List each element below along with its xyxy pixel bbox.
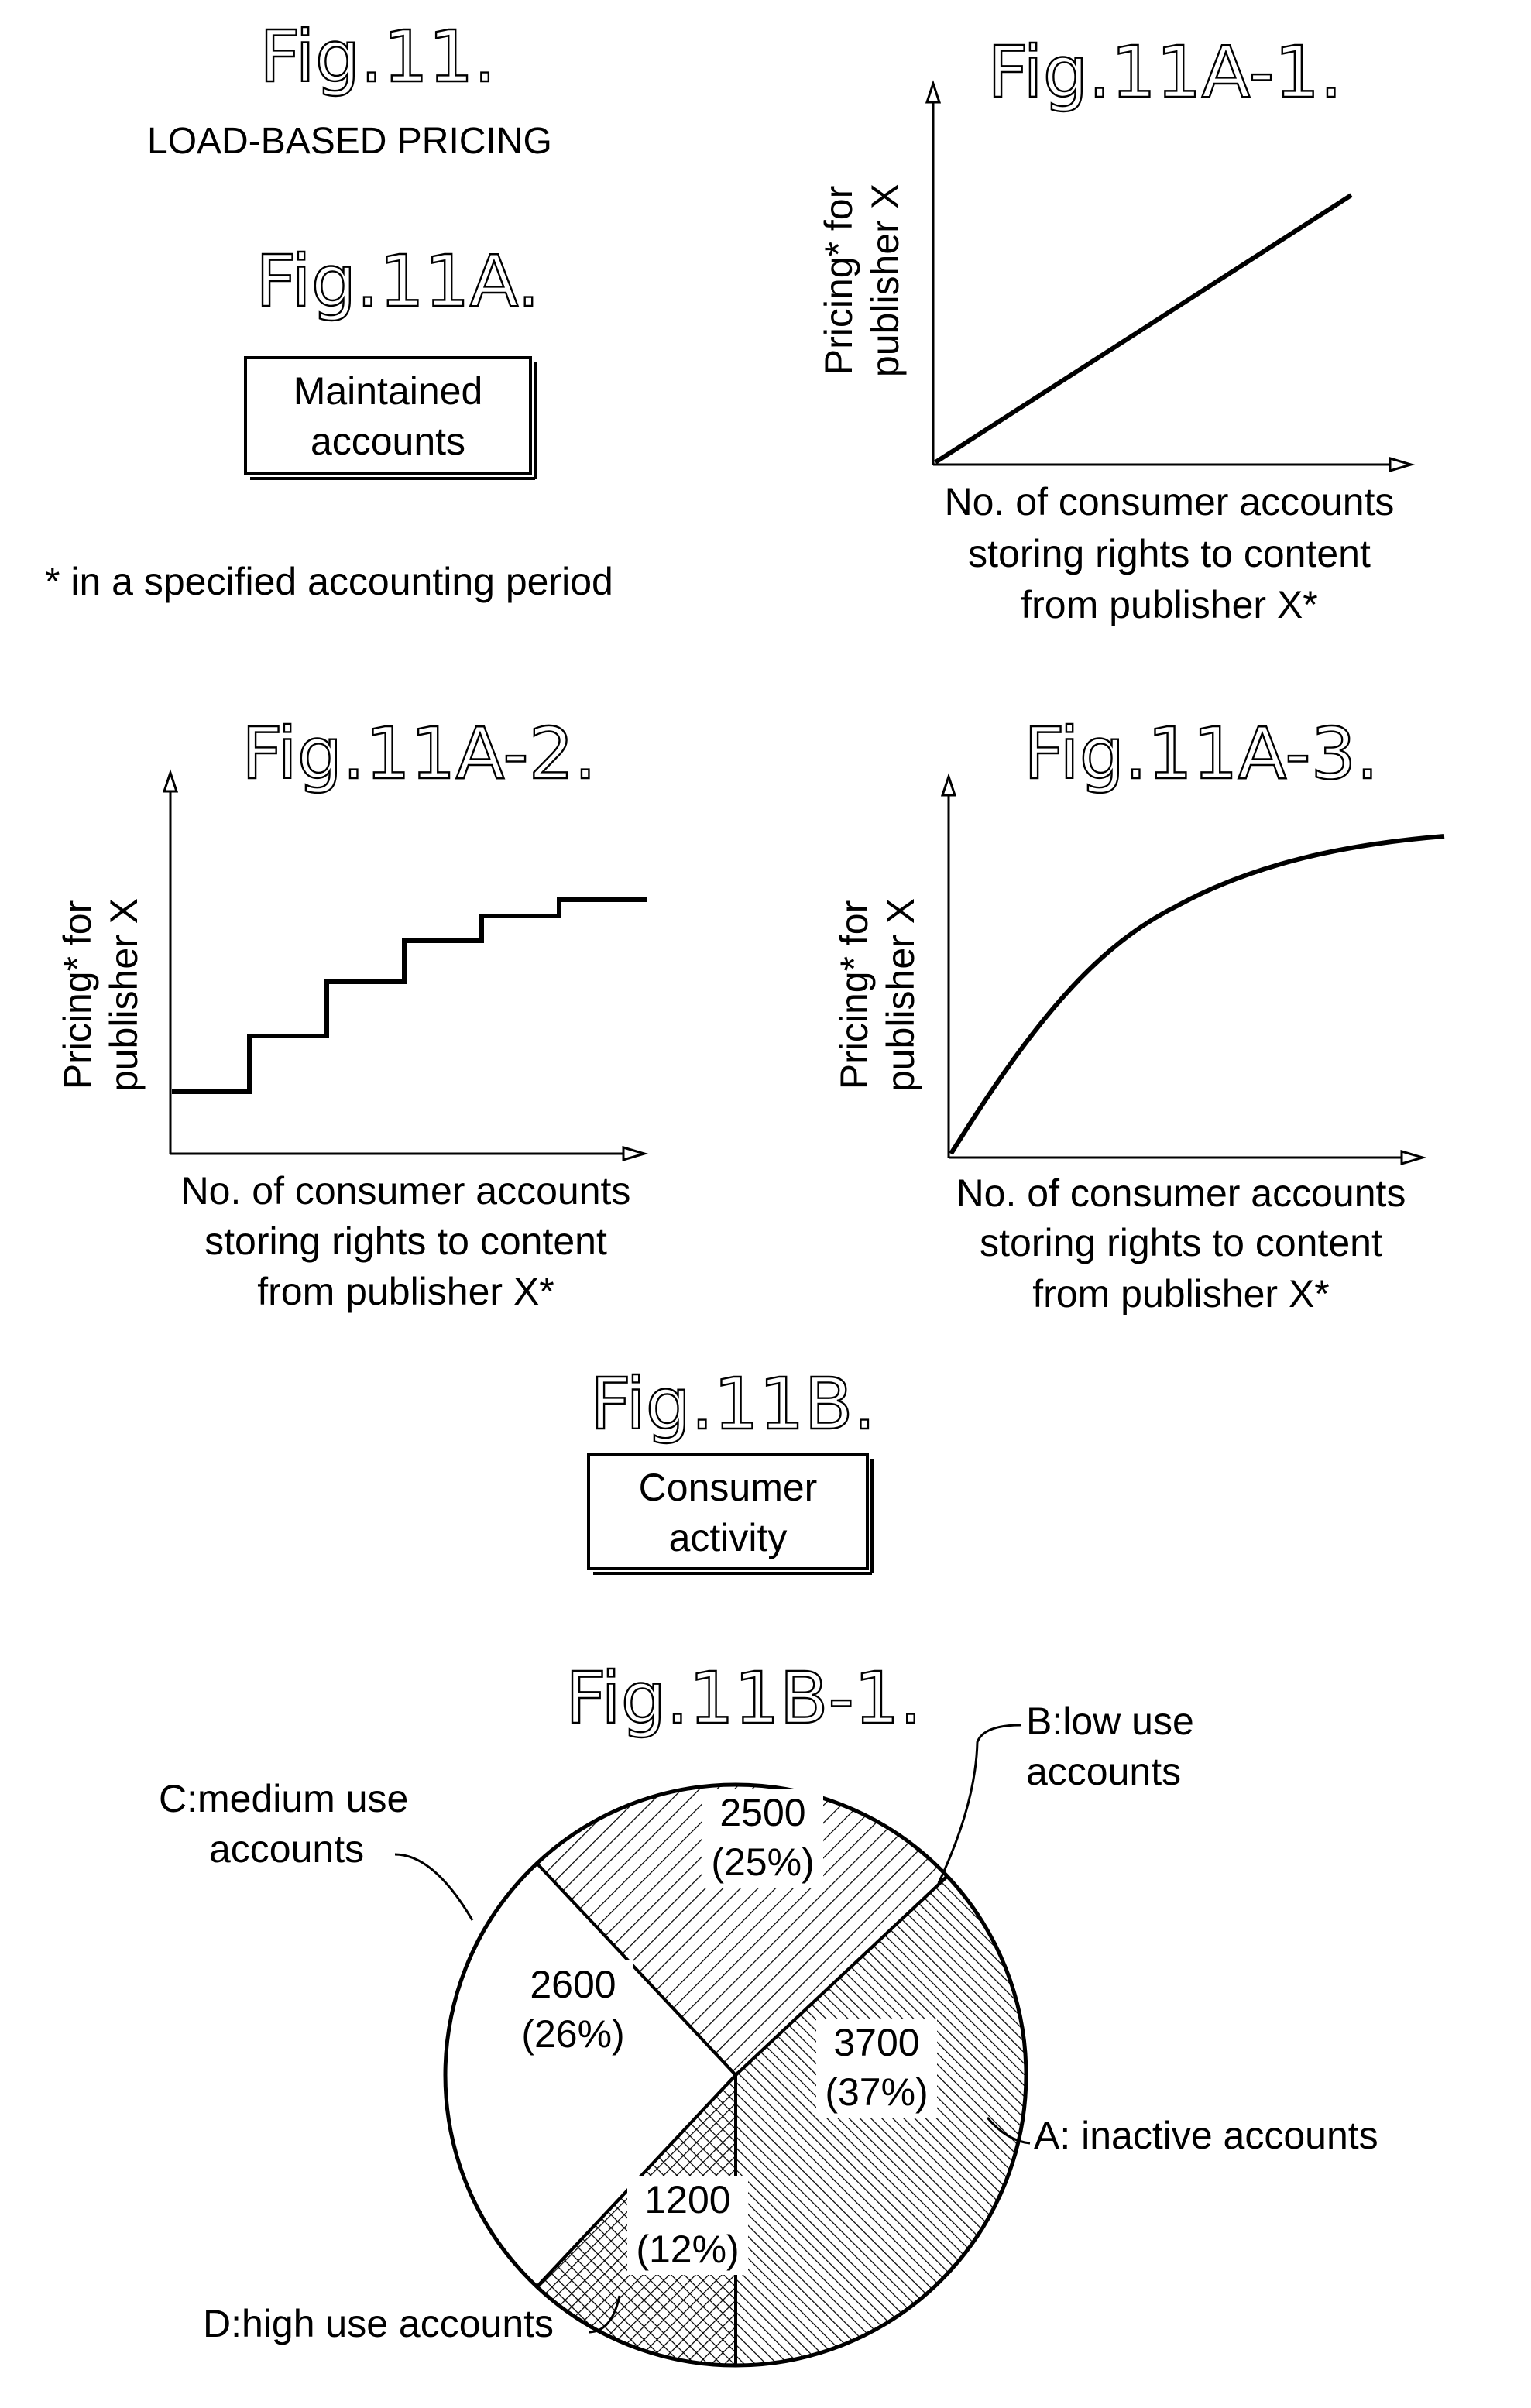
fig11a-1-label: Fig.11A-1. — [987, 31, 1342, 114]
slice-b-percent-label: (25%) — [711, 1840, 814, 1884]
graph-fig11a-3: Fig.11A-3. Pricing* for publisher X No. … — [832, 712, 1444, 1315]
y-axis-label-line1: Pricing* for — [56, 900, 99, 1090]
slice-d-percent-label: (12%) — [636, 2228, 739, 2271]
fig11a-label: Fig.11A. — [256, 240, 540, 323]
fig11b-label: Fig.11B. — [590, 1363, 876, 1446]
slice-a-legend-line1: A: inactive accounts — [1034, 2114, 1378, 2157]
maintained-accounts-box: Maintained accounts — [245, 358, 535, 479]
slice-a-value-label: 3700 — [833, 2021, 919, 2064]
linear-pricing-line — [935, 195, 1351, 462]
x-axis-arrow — [623, 1147, 644, 1160]
accounting-period-footnote: * in a specified accounting period — [45, 560, 613, 603]
y-axis-label-line1: Pricing* for — [832, 900, 876, 1090]
x-axis-label-line3: from publisher X* — [257, 1270, 554, 1313]
x-axis-arrow — [1402, 1151, 1423, 1164]
x-axis-label-line2: storing rights to content — [968, 532, 1371, 575]
slice-b-value-label: 2500 — [719, 1791, 805, 1834]
load-based-pricing-heading: LOAD-BASED PRICING — [147, 121, 552, 162]
slice-d-legend-line1: D:high use accounts — [203, 2302, 554, 2345]
slice-b-legend-line2: accounts — [1026, 1750, 1181, 1793]
y-axis-arrow — [164, 773, 177, 791]
y-axis-arrow — [942, 777, 955, 795]
slice-c-leader-line — [395, 1854, 472, 1920]
slice-c-value-label: 2600 — [530, 1963, 616, 2006]
slice-d-value-label: 1200 — [644, 2178, 730, 2221]
x-axis-label-line3: from publisher X* — [1032, 1272, 1330, 1315]
fig11b-1-label: Fig.11B-1. — [565, 1657, 922, 1740]
fig11a-2-label: Fig.11A-2. — [242, 712, 596, 795]
y-axis-label-line2: publisher X — [863, 184, 907, 377]
maintained-accounts-line1: Maintained — [293, 369, 483, 413]
y-axis-label-line2: publisher X — [879, 898, 922, 1092]
stepped-pricing-line — [172, 900, 647, 1092]
fig11-label: Fig.11. — [259, 15, 496, 98]
fig11a-3-label: Fig.11A-3. — [1024, 712, 1378, 795]
consumer-activity-line1: Consumer — [639, 1466, 818, 1509]
slice-b-leader-line — [939, 1725, 1021, 1883]
graph-fig11a-2: Fig.11A-2. Pricing* for publisher X No. … — [56, 712, 647, 1313]
y-axis-arrow — [927, 84, 939, 102]
y-axis-label-line2: publisher X — [102, 898, 146, 1092]
x-axis-label-line1: No. of consumer accounts — [181, 1169, 631, 1213]
slice-c-legend-line1: C:medium use — [159, 1777, 408, 1820]
consumer-activity-pie: 3700 (37%) A: inactive accounts 2500 (25%) B:… — [159, 1700, 1378, 2365]
slice-a-percent-label: (37%) — [825, 2070, 928, 2114]
x-axis-label-line1: No. of consumer accounts — [956, 1171, 1406, 1215]
slice-b-legend-line1: B:low use — [1026, 1700, 1194, 1743]
graph-fig11a-1: Fig.11A-1. Pricing* for publisher X No. … — [817, 31, 1411, 626]
y-axis-label-line1: Pricing* for — [817, 186, 860, 376]
slice-c-legend-line2: accounts — [209, 1827, 364, 1871]
slice-c-percent-label: (26%) — [521, 2012, 624, 2056]
consumer-activity-line2: activity — [669, 1516, 788, 1559]
x-axis-label-line2: storing rights to content — [980, 1221, 1382, 1264]
x-axis-label-line1: No. of consumer accounts — [945, 480, 1395, 523]
x-axis-label-line3: from publisher X* — [1021, 583, 1318, 626]
x-axis-arrow — [1390, 458, 1411, 471]
diminishing-pricing-curve — [951, 836, 1444, 1154]
maintained-accounts-line2: accounts — [311, 420, 465, 463]
x-axis-label-line2: storing rights to content — [204, 1219, 607, 1263]
consumer-activity-box: Consumer activity — [589, 1454, 872, 1573]
